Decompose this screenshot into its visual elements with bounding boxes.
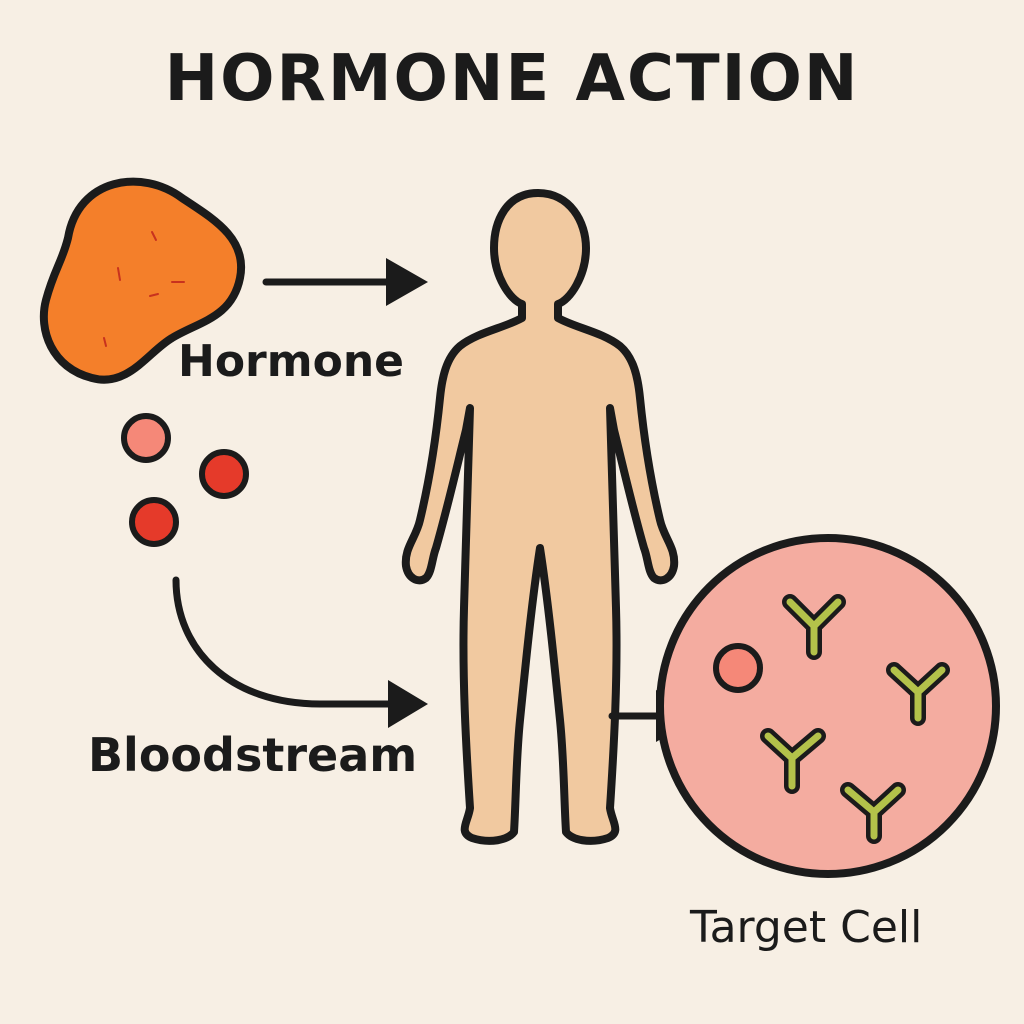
target-cell-label: Target Cell [690,902,923,953]
endocrine-gland [39,177,246,384]
receptor-icon [782,594,846,660]
hormone-label: Hormone [178,336,404,387]
arrow-gland-to-body [262,258,428,306]
arrow-bloodstream [172,576,428,728]
diagram-title: HORMONE ACTION [164,42,860,116]
bound-hormone-particle [713,643,763,693]
human-body [401,189,679,845]
receptor-icon [886,662,950,726]
receptor-icon [760,728,826,794]
hormone-particles [121,413,249,547]
hormone-particle [199,449,249,499]
receptor-icon [840,782,906,844]
hormone-particle [121,413,171,463]
target-cell [656,534,1000,878]
hormone-particle [129,497,179,547]
bloodstream-label: Bloodstream [88,728,418,782]
